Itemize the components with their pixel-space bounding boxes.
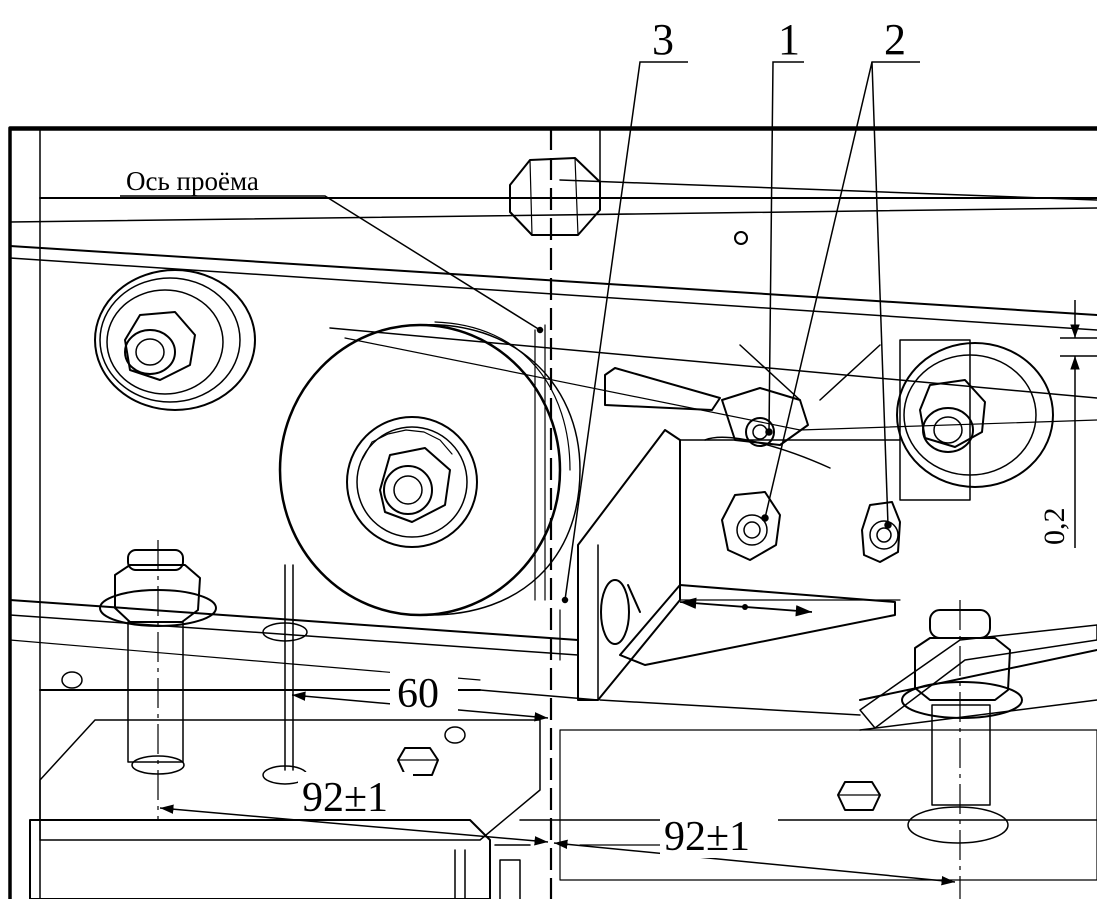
callout-1: 1 [778,15,800,64]
right-span-dimension [553,839,956,886]
carriage-bracket [577,429,901,701]
lower-right-stud [901,609,1023,844]
mechanism-frame [8,126,1097,899]
lower-plates [9,564,1097,785]
door-panels [29,719,1097,899]
belt-clamp [604,344,881,469]
adjusting-plate [619,584,896,666]
left-span-label: 92±1 [302,775,388,821]
opening-axis-label: Ось проёма [126,166,259,196]
top-rail [9,127,1097,331]
gap-dimension-label: 0,2 [1038,508,1071,546]
right-span-label: 92±1 [664,814,750,860]
left-roller [94,269,256,411]
left-span-dimension [159,804,549,846]
callout-3: 3 [652,15,674,64]
small-hex-nuts [397,747,881,811]
gap-dimension [1060,300,1097,548]
right-roller [896,339,1054,501]
guide-lines [534,324,561,661]
bracket-bolts [721,491,901,563]
upper-hex-bolt [509,157,601,236]
drive-pulley [278,321,581,617]
offset-60-label: 60 [397,671,439,717]
callout-leaders [120,61,920,604]
drive-belt [329,327,1097,431]
callout-2: 2 [884,15,906,64]
